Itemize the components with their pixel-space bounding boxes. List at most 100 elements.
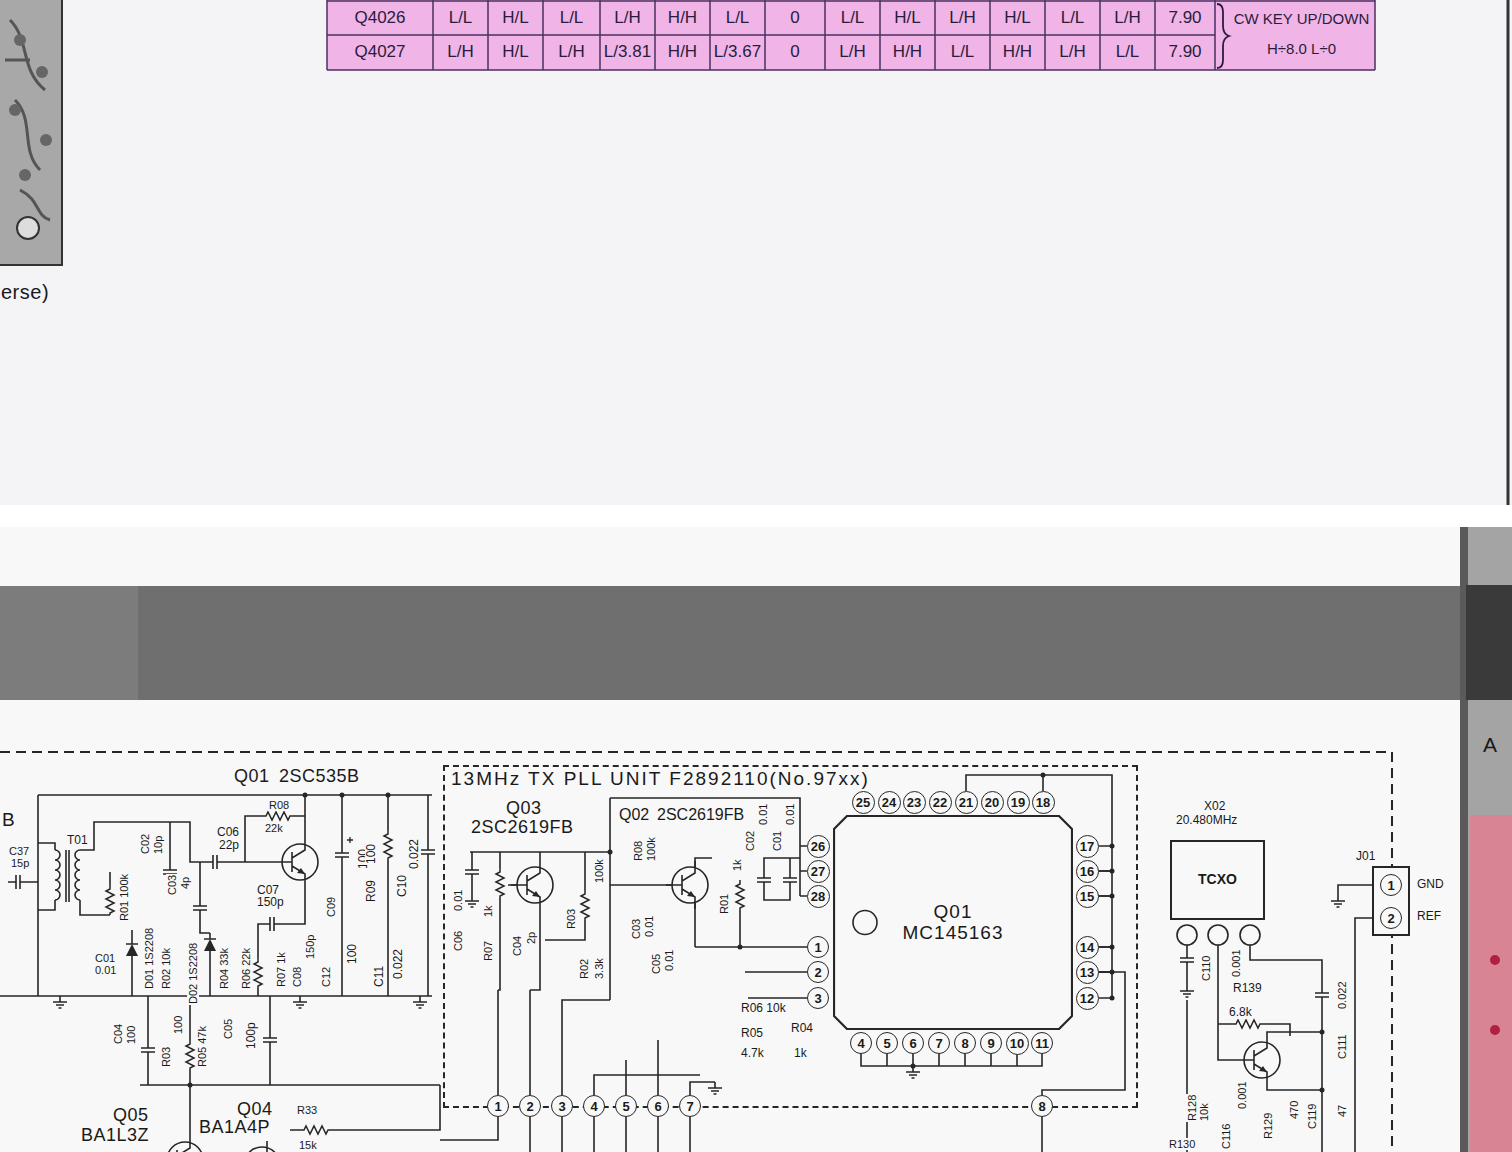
left-circuit: [0, 793, 440, 1152]
table-cell: L/L: [1100, 35, 1155, 70]
pll-circuit: [708, 1082, 722, 1094]
pin-number: 9: [987, 1037, 994, 1050]
oscillator-circuit: [1180, 985, 1194, 997]
component-label: R09: [365, 879, 378, 903]
wire-connector: [1099, 871, 1113, 896]
table-cell: L/L: [433, 1, 488, 35]
left-circuit: [413, 996, 427, 1008]
pin-number: 12: [1080, 992, 1094, 1005]
component-label: D02 1S2208: [187, 942, 199, 1005]
component-label: A: [1482, 733, 1499, 756]
table-cell: H/H: [880, 35, 935, 70]
pin-number: 16: [1080, 865, 1094, 878]
ic-pin-circle: 2: [807, 961, 829, 983]
left-circuit: [204, 933, 216, 957]
component-label: 0.01: [452, 889, 464, 912]
left-circuit: [55, 850, 80, 902]
component-label: R07: [482, 940, 494, 962]
table-cell: L/H: [1100, 1, 1155, 35]
ic-pin-circle: 22: [929, 791, 952, 814]
component-label: C110: [1200, 955, 1212, 982]
component-label: C04: [511, 935, 523, 957]
component-label: R139: [1232, 982, 1263, 995]
ic-pin-circle: 27: [807, 860, 830, 883]
left-circuit: [293, 996, 307, 1008]
pin-number: 2: [814, 966, 821, 979]
table-cell: L/L: [543, 1, 600, 35]
component-label: R06 10k: [740, 1002, 787, 1015]
left-circuit: [386, 793, 391, 798]
table-cell: 0: [765, 35, 825, 70]
component-label: 0.022: [392, 948, 405, 980]
component-label: C06: [452, 930, 464, 952]
unit-pin-circle: 7: [679, 1095, 701, 1117]
pin-number: 13: [1080, 966, 1094, 979]
component-label: 22k: [264, 822, 284, 834]
component-label: 150p: [304, 934, 316, 960]
table-cell: L/H: [433, 35, 488, 70]
pin-number: 4: [590, 1100, 597, 1113]
component-label: C01: [94, 952, 116, 964]
component-label: R06 22k: [240, 947, 252, 990]
table-cell: H/L: [488, 35, 543, 70]
ic-pin-circle: 11: [1031, 1032, 1053, 1054]
component-label: R33: [296, 1104, 318, 1116]
ic-pin-circle: 18: [1032, 791, 1055, 814]
component-label: 2SC2619FB: [470, 818, 575, 838]
ic-outline: [834, 816, 1072, 1029]
component-label: 100p: [245, 1021, 258, 1050]
pll-circuit: [1110, 970, 1115, 975]
ic-pin-circle: 4: [850, 1032, 872, 1054]
pin-number: 20: [985, 796, 999, 809]
oscillator-circuit: [1187, 885, 1372, 1152]
component-label: 100: [125, 1025, 137, 1045]
oscillator-circuit: [1232, 1020, 1262, 1028]
component-label: C03: [166, 874, 178, 896]
pll-circuit: [581, 890, 589, 920]
component-label: REF: [1416, 910, 1442, 923]
component-label: Q03: [505, 799, 543, 819]
component-label: 15p: [10, 857, 30, 869]
component-label: X02: [1203, 800, 1226, 813]
ic-pin-circle: 10: [1006, 1032, 1029, 1055]
component-label: 100k: [645, 836, 657, 862]
ic-pin-circle: 13: [1076, 961, 1099, 984]
component-label: C05: [650, 953, 662, 975]
pin-number: 8: [961, 1037, 968, 1050]
pll-circuit: [440, 773, 1115, 1152]
component-label: B: [1, 810, 16, 831]
component-label: 0.01: [663, 949, 675, 972]
left-circuit: [205, 855, 225, 869]
left-circuit: [126, 938, 138, 962]
pll-circuit: [440, 775, 1112, 1152]
table-cell: H/H: [990, 35, 1045, 70]
part-number: MC145163: [903, 923, 1004, 944]
ic-pin-circle: 16: [1076, 860, 1099, 883]
component-label: C09: [325, 896, 337, 918]
component-label: C01: [771, 830, 783, 852]
top-page: [1507, 0, 1510, 505]
left-circuit: [276, 838, 318, 886]
lower-page: [0, 527, 1512, 1152]
left-circuit: [421, 842, 435, 862]
ic-pin-circle: 28: [807, 885, 830, 908]
oscillator-circuit: [1240, 925, 1260, 945]
pin-number: 10: [1010, 1037, 1024, 1050]
ic-pin-circle: 9: [980, 1032, 1002, 1054]
ic-pin-circle: 12: [1076, 987, 1099, 1010]
ic-pin-circle: 21: [955, 791, 978, 814]
component-label: 47: [1336, 1104, 1348, 1118]
pcb-photo: [5, 20, 50, 220]
pin-number: 19: [1011, 796, 1025, 809]
component-label: 3.3k: [593, 957, 605, 980]
lower-page: [1460, 527, 1512, 1152]
component-label: C08: [291, 966, 303, 988]
oscillator-circuit: [1238, 1036, 1280, 1084]
unit-pin-circle: 1: [487, 1095, 509, 1117]
table-cell: L/H: [1045, 35, 1100, 70]
top-page: [0, 0, 1512, 505]
table-cell: 7.90: [1155, 1, 1215, 35]
pin-number: 28: [811, 890, 825, 903]
left-circuit: [303, 793, 308, 798]
pin-number: 21: [959, 796, 973, 809]
